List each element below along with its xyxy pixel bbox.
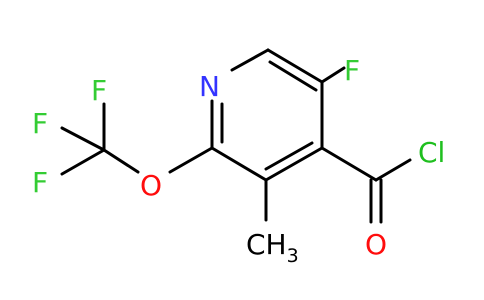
atom-chlorine: Cl: [418, 136, 445, 169]
bond-c6-c5-inner: [268, 60, 318, 92]
bond-ccf3-f-left: [60, 126, 106, 152]
bond-o-ccf3: [102, 148, 140, 174]
bond-n-c6: [230, 48, 270, 72]
bond-c4-c3-inner: [264, 141, 314, 171]
bond-ccf3-f-bottom: [60, 148, 106, 176]
atom-methyl-subscript: 3: [287, 245, 299, 267]
bond-c4-cacyl: [320, 146, 378, 182]
atom-oxygen-carbonyl: O: [365, 228, 387, 261]
atom-fluorine-cf3-top: F: [91, 74, 107, 107]
atom-fluorine-cf3-left: F: [32, 107, 48, 140]
atom-nitrogen: N: [199, 70, 220, 103]
bond-c2-o: [168, 146, 214, 174]
bond-c6-c5: [266, 48, 324, 84]
atom-fluorine-ring: F: [344, 54, 360, 87]
bond-c3-c2: [210, 146, 268, 182]
atom-oxygen-ether: O: [140, 169, 162, 202]
atom-fluorine-cf3-bottom: F: [32, 166, 48, 199]
atom-methyl-ch: CH: [246, 228, 287, 261]
bond-c4-c3: [264, 146, 324, 182]
atom-methyl: CH3: [246, 228, 299, 267]
bond-c5-f: [320, 66, 346, 84]
bond-lines: [60, 48, 412, 224]
bond-cacyl-cl: [374, 158, 412, 182]
